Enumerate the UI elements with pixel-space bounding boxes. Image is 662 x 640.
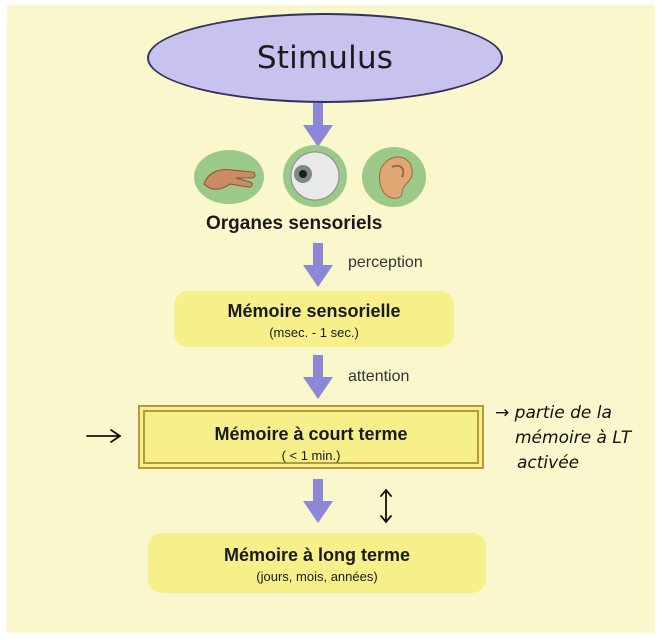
short-term-memory-title: Mémoire à court terme [214, 424, 408, 444]
stimulus-label: Stimulus [256, 40, 394, 76]
long-term-memory-duration: (jours, mois, années) [256, 569, 378, 584]
arrow-down-icon [303, 355, 333, 399]
sensory-memory-title: Mémoire sensorielle [227, 301, 401, 321]
short-term-memory-box: Mémoire à court terme ( < 1 min.) [138, 405, 484, 469]
sensory-memory-duration: (msec. - 1 sec.) [269, 325, 359, 340]
handwritten-arrow-icon [86, 429, 122, 443]
hand-icon [194, 150, 264, 204]
arrow-down-icon [303, 243, 333, 287]
long-term-memory-box: Mémoire à long terme (jours, mois, année… [148, 533, 486, 593]
sensory-organs-label: Organes sensoriels [206, 213, 383, 234]
attention-label: attention [348, 368, 410, 385]
arrow-down-icon [303, 103, 333, 147]
annotation-line-3: activée [517, 453, 580, 473]
diagram-background: Stimulus Organes sensoriels perception M… [7, 5, 655, 633]
arrow-down-icon [303, 479, 333, 523]
annotation-line-2: mémoire à LT [515, 428, 632, 448]
stimulus-ellipse: Stimulus [147, 13, 503, 103]
sensory-memory-box: Mémoire sensorielle (msec. - 1 sec.) [174, 291, 454, 347]
eye-icon [283, 145, 347, 207]
short-term-memory-duration: ( < 1 min.) [281, 448, 341, 463]
ear-icon [362, 147, 426, 207]
perception-label: perception [348, 254, 423, 271]
double-arrow-icon [380, 488, 392, 524]
long-term-memory-title: Mémoire à long terme [223, 545, 411, 565]
annotation-line-1: → partie de la [495, 403, 612, 423]
